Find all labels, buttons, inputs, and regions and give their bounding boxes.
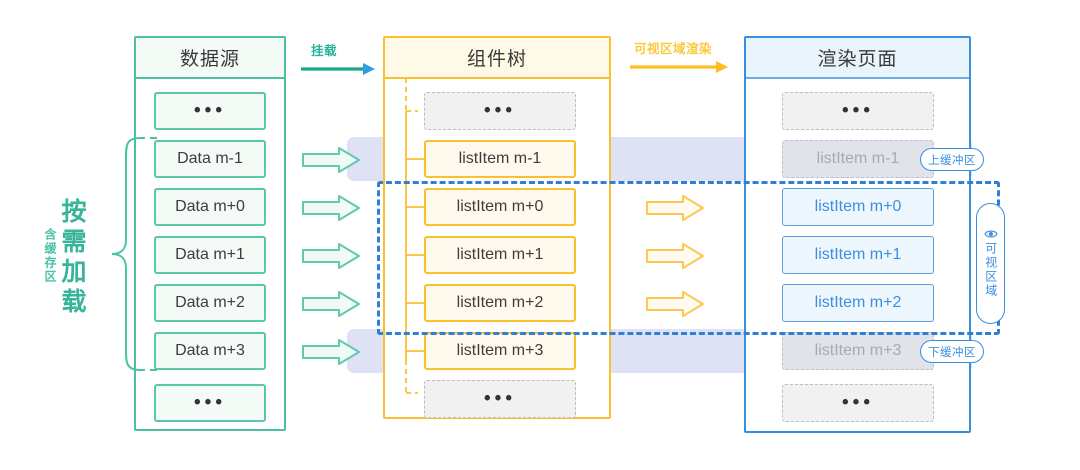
brace-connector-bottom [138,369,162,371]
block-arrow-green-4 [302,339,360,365]
tree-cell-3[interactable]: listItem m+2 [424,284,576,322]
block-arrow-green-3 [302,291,360,317]
badge-viewport: 可视区域 [976,203,1005,324]
ellipsis-glyph: ••• [484,388,516,410]
page-cell-1[interactable]: listItem m+0 [782,188,934,226]
flow-label-viewport-render: 可视区域渲染 [634,42,713,56]
annotation-includes-buffer: 含缓存区 [43,228,57,284]
tree-cell-1[interactable]: listItem m+0 [424,188,576,226]
tree-cell-4[interactable]: listItem m+3 [424,332,576,370]
panel-title-render-page: 渲染页面 [746,38,969,79]
source-cell-dots-bottom: ••• [154,384,266,422]
source-cell-4[interactable]: Data m+3 [154,332,266,370]
source-cell-2[interactable]: Data m+1 [154,236,266,274]
block-arrow-green-2 [302,243,360,269]
load-on-demand-brace [111,137,141,371]
page-cell-dots-top: ••• [782,92,934,130]
block-arrow-green-1 [302,195,360,221]
ellipsis-glyph: ••• [484,100,516,122]
tree-spine [405,78,426,394]
tree-cell-0[interactable]: listItem m-1 [424,140,576,178]
tree-cell-dots-top: ••• [424,92,576,130]
block-arrow-green-0 [302,147,360,173]
ellipsis-glyph: ••• [842,100,874,122]
badge-bottom-buffer: 下缓冲区 [920,340,984,363]
eye-icon [983,230,998,237]
source-cell-0[interactable]: Data m-1 [154,140,266,178]
block-arrow-amber-2 [646,291,704,317]
badge-viewport-label: 可视区域 [983,241,998,298]
annotation-load-on-demand: 按需加载 [58,198,86,318]
tree-cell-2[interactable]: listItem m+1 [424,236,576,274]
tree-cell-dots-bottom: ••• [424,380,576,418]
page-cell-0[interactable]: listItem m-1 [782,140,934,178]
flow-label-mount: 挂载 [311,44,338,58]
flow-arrow-viewport-render [630,61,728,73]
source-cell-3[interactable]: Data m+2 [154,284,266,322]
brace-connector-top [138,137,162,139]
panel-title-component-tree: 组件树 [385,38,609,79]
source-cell-1[interactable]: Data m+0 [154,188,266,226]
source-cell-dots-top: ••• [154,92,266,130]
panel-title-data-source: 数据源 [136,38,284,79]
page-cell-3[interactable]: listItem m+2 [782,284,934,322]
block-arrow-amber-0 [646,195,704,221]
ellipsis-glyph: ••• [842,392,874,414]
ellipsis-glyph: ••• [194,100,226,122]
page-cell-2[interactable]: listItem m+1 [782,236,934,274]
block-arrow-amber-1 [646,243,704,269]
page-cell-dots-bottom: ••• [782,384,934,422]
ellipsis-glyph: ••• [194,392,226,414]
badge-top-buffer: 上缓冲区 [920,148,984,171]
flow-arrow-mount [301,63,375,75]
page-cell-4[interactable]: listItem m+3 [782,332,934,370]
